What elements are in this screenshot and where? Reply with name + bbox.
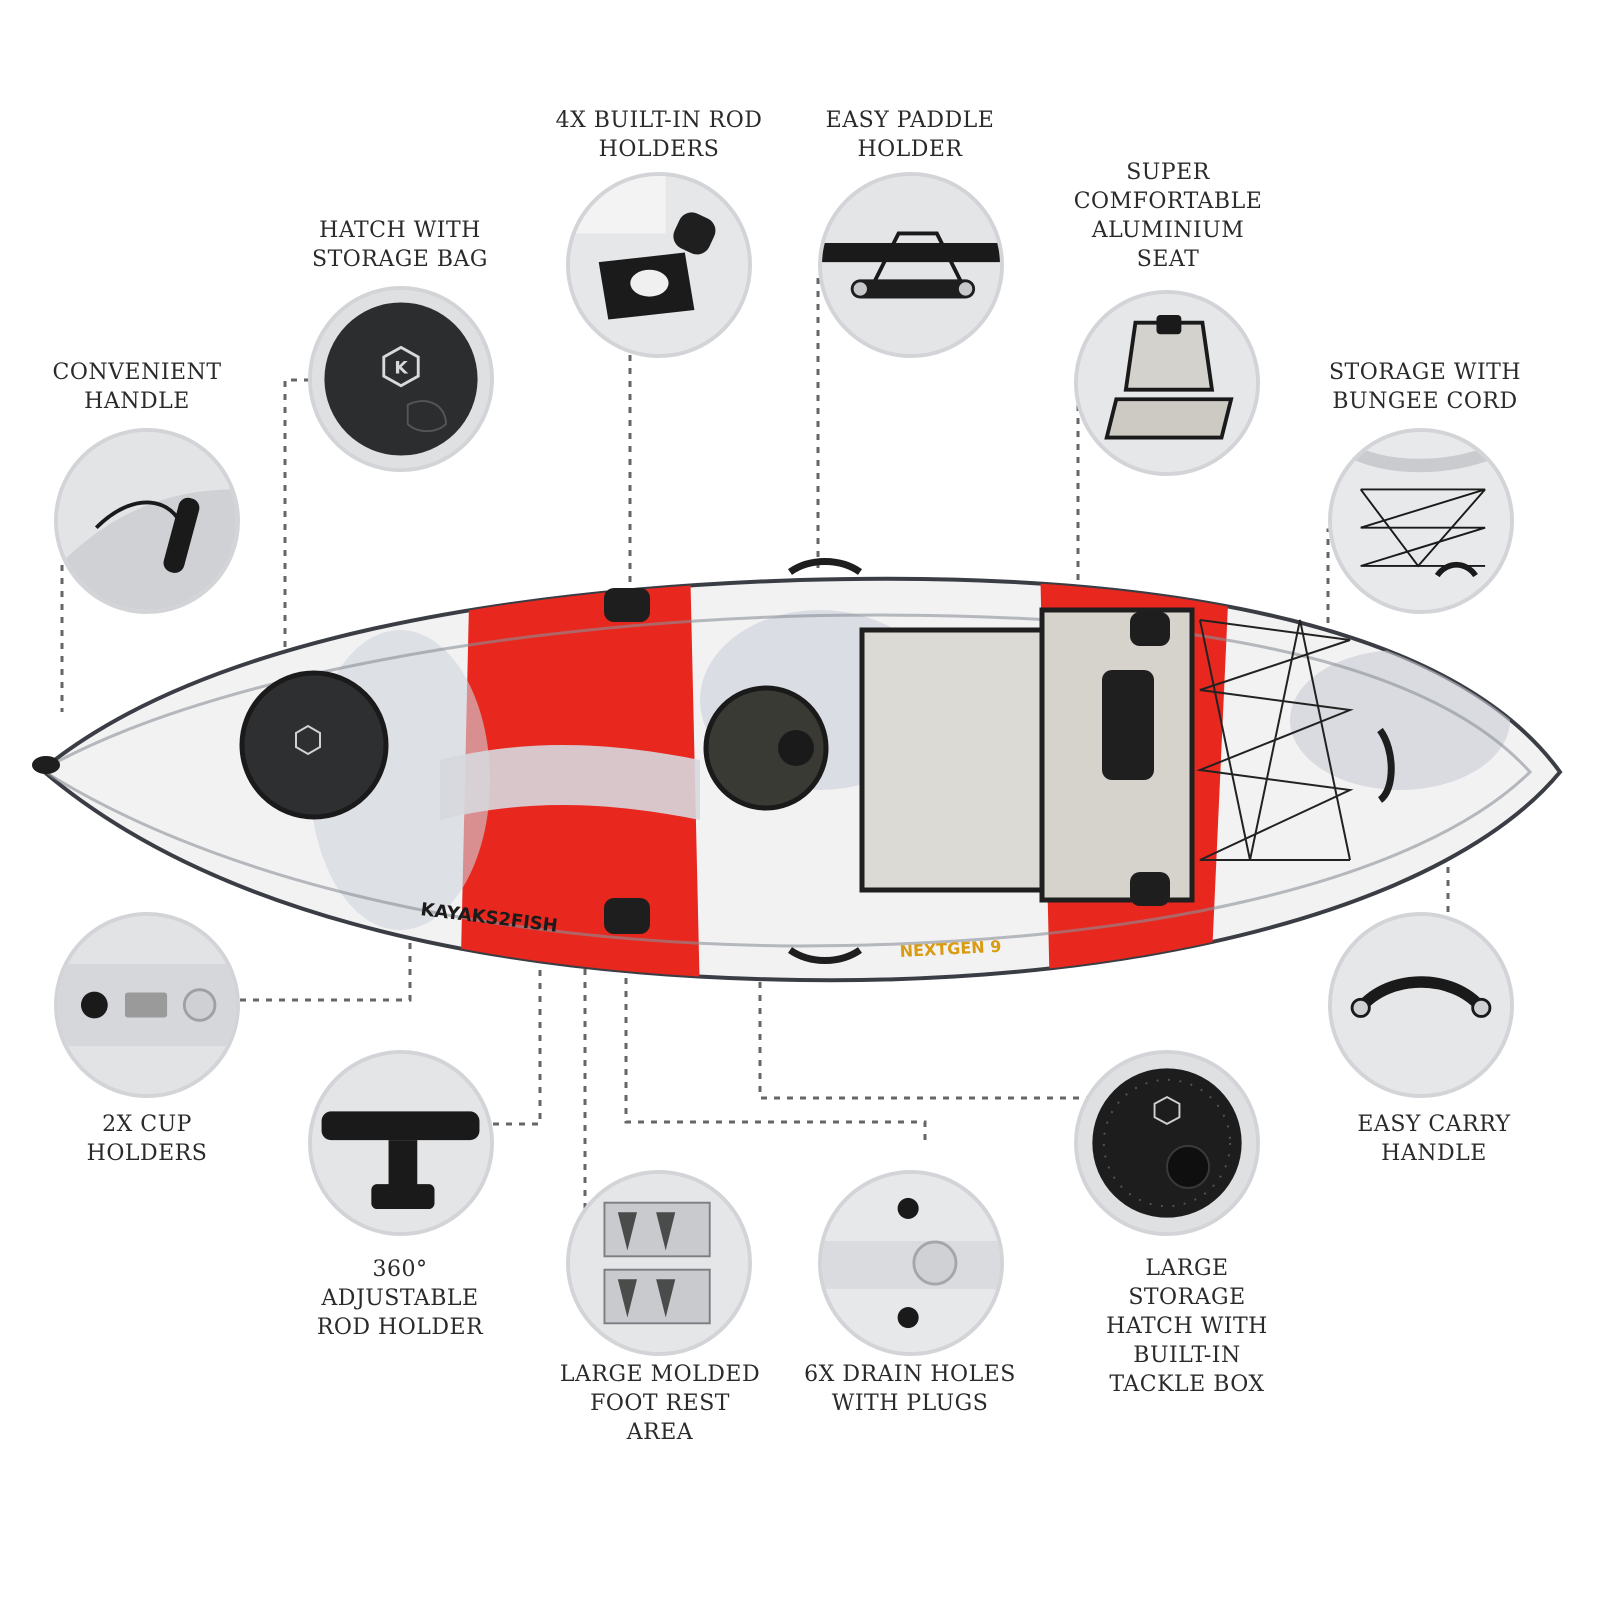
drain-plug-icon (822, 1174, 1000, 1352)
bow-handle-icon (58, 432, 236, 610)
carry-handle-icon (1332, 916, 1510, 1094)
foot-rest-icon (570, 1174, 748, 1352)
label-foot-rest: LARGE MOLDED FOOT REST AREA (559, 1362, 761, 1445)
label-convenient-handle: CONVENIENT HANDLE (52, 360, 222, 414)
rod-holders-bubble (566, 172, 752, 358)
bungee-cord-icon (1332, 432, 1510, 610)
side-carry-handles-icon (787, 558, 1395, 964)
deck-rod-holders-icon (604, 588, 1170, 934)
label-aluminium-seat: SUPER COMFORTABLE ALUMINIUM SEAT (1073, 160, 1263, 272)
paddle-holder-bubble (818, 172, 1004, 358)
paddle-strap-icon (822, 176, 1000, 354)
label-hatch-storage-bag: HATCH WITH STORAGE BAG (312, 218, 488, 272)
label-paddle-holder: EASY PADDLE HOLDER (825, 108, 995, 162)
tackle-hatch-icon (1078, 1054, 1256, 1232)
label-cup-holders: 2X CUP HOLDERS (86, 1112, 208, 1166)
label-drain-holes: 6X DRAIN HOLES WITH PLUGS (804, 1362, 1016, 1416)
leader-tackle (758, 945, 1118, 1100)
seat-top-icon (859, 607, 1195, 903)
label-bungee-storage: STORAGE WITH BUNGEE CORD (1328, 360, 1522, 414)
label-tackle-hatch: LARGE STORAGE HATCH WITH BUILT-IN TACKLE… (1106, 1256, 1268, 1397)
foot-rest-bubble (566, 1170, 752, 1356)
cup-holders-bubble (54, 912, 240, 1098)
seat-icon (1078, 294, 1256, 472)
label-rod-holders: 4X BUILT-IN ROD HOLDERS (555, 108, 763, 162)
leader-hatch (283, 378, 310, 720)
stern-bow-handle-icon (32, 756, 60, 774)
leader-drain (624, 915, 927, 1140)
tackle-hatch-bubble (1074, 1050, 1260, 1236)
flush-rod-holder-icon (570, 176, 748, 354)
drain-holes-bubble (818, 1170, 1004, 1356)
bungee-storage-bubble (1328, 428, 1514, 614)
svg-text:K: K (394, 358, 408, 378)
center-hatch-icon (703, 685, 829, 811)
label-adjustable-rod-holder: 360° ADJUSTABLE ROD HOLDER (316, 1257, 484, 1340)
round-hatch-icon: K (312, 290, 490, 468)
adjustable-rod-holder-bubble (308, 1050, 494, 1236)
leader-seat (1076, 386, 1100, 610)
convenient-handle-bubble (54, 428, 240, 614)
cup-holder-icon (58, 916, 236, 1094)
label-carry-handle: EASY CARRY HANDLE (1357, 1112, 1511, 1166)
hatch-storage-bag-bubble: K (308, 286, 494, 472)
bungee-cord-top-icon (1196, 619, 1354, 861)
carry-handle-bubble (1328, 912, 1514, 1098)
front-hatch-icon (239, 670, 389, 820)
adjustable-rod-holder-icon (312, 1054, 490, 1232)
aluminium-seat-bubble (1074, 290, 1260, 476)
